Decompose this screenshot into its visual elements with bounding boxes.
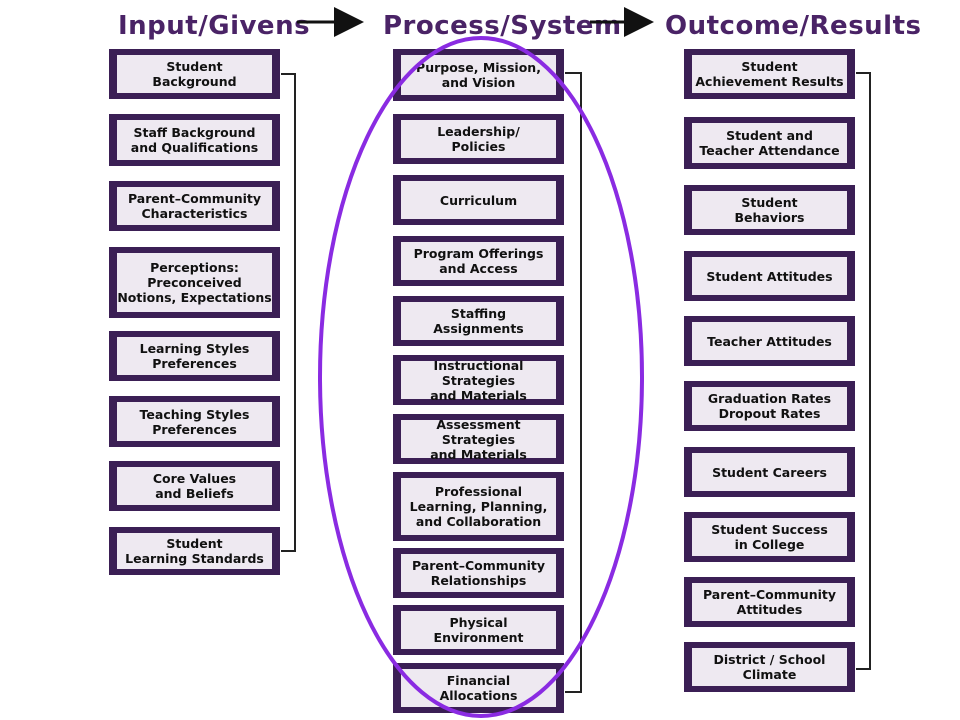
- input-box: Teaching Styles Preferences: [109, 396, 280, 447]
- process-box-label: Curriculum: [401, 181, 556, 219]
- input-box: Parent–Community Characteristics: [109, 181, 280, 231]
- input-box: Staff Background and Qualifications: [109, 114, 280, 166]
- outcome-box: Student Success in College: [684, 512, 855, 562]
- input-box: Student Background: [109, 49, 280, 99]
- input-box: Student Learning Standards: [109, 527, 280, 575]
- input-box-label: Staff Background and Qualifications: [117, 120, 272, 160]
- process-box: Instructional Strategies and Materials: [393, 355, 564, 405]
- outcome-box: Student Careers: [684, 447, 855, 497]
- input-box-label: Perceptions: Preconceived Notions, Expec…: [117, 253, 272, 312]
- process-box: Assessment Strategies and Materials: [393, 414, 564, 464]
- outcome-box-label: Student Careers: [692, 453, 847, 491]
- input-box-label: Learning Styles Preferences: [117, 337, 272, 375]
- outcome-box: District / School Climate: [684, 642, 855, 692]
- header-input: Input/Givens: [118, 11, 311, 41]
- input-bracket: [281, 73, 296, 552]
- outcome-box-label: Student Success in College: [692, 518, 847, 556]
- process-box-label: Parent–Community Relationships: [401, 554, 556, 592]
- outcome-box-label: Student Behaviors: [692, 191, 847, 229]
- process-box: Staffing Assignments: [393, 296, 564, 346]
- input-box: Core Values and Beliefs: [109, 461, 280, 511]
- process-box-label: Purpose, Mission, and Vision: [401, 55, 556, 95]
- process-box: Curriculum: [393, 175, 564, 225]
- outcome-box-label: Graduation Rates Dropout Rates: [692, 387, 847, 425]
- process-box-label: Instructional Strategies and Materials: [401, 358, 556, 403]
- process-box-label: Physical Environment: [401, 611, 556, 649]
- header-process: Process/System: [383, 11, 622, 41]
- outcome-box: Student and Teacher Attendance: [684, 117, 855, 169]
- outcome-box-label: Student Achievement Results: [692, 55, 847, 93]
- process-box: Program Offerings and Access: [393, 236, 564, 286]
- input-box-label: Student Learning Standards: [117, 533, 272, 569]
- process-box: Purpose, Mission, and Vision: [393, 49, 564, 101]
- process-box: Physical Environment: [393, 605, 564, 655]
- input-box-label: Parent–Community Characteristics: [117, 187, 272, 225]
- input-box-label: Student Background: [117, 55, 272, 93]
- process-box: Leadership/ Policies: [393, 114, 564, 164]
- process-box-label: Program Offerings and Access: [401, 242, 556, 280]
- outcome-box-label: District / School Climate: [692, 648, 847, 686]
- outcome-box-label: Teacher Attitudes: [692, 322, 847, 360]
- process-box-label: Staffing Assignments: [401, 302, 556, 340]
- outcome-box: Student Behaviors: [684, 185, 855, 235]
- process-box-label: Professional Learning, Planning, and Col…: [401, 478, 556, 535]
- process-box-label: Assessment Strategies and Materials: [401, 417, 556, 462]
- outcome-box: Student Attitudes: [684, 251, 855, 301]
- process-highlight-ellipse: [318, 36, 644, 718]
- outcome-box-label: Parent–Community Attitudes: [692, 583, 847, 621]
- outcome-box: Graduation Rates Dropout Rates: [684, 381, 855, 431]
- process-box: Professional Learning, Planning, and Col…: [393, 472, 564, 541]
- process-box-label: Leadership/ Policies: [401, 120, 556, 158]
- input-box: Learning Styles Preferences: [109, 331, 280, 381]
- header-outcome: Outcome/Results: [665, 11, 922, 41]
- outcome-box: Student Achievement Results: [684, 49, 855, 99]
- input-box-label: Teaching Styles Preferences: [117, 402, 272, 441]
- outcome-box-label: Student Attitudes: [692, 257, 847, 295]
- outcome-box: Parent–Community Attitudes: [684, 577, 855, 627]
- outcome-box-label: Student and Teacher Attendance: [692, 123, 847, 163]
- input-box-label: Core Values and Beliefs: [117, 467, 272, 505]
- outcome-box: Teacher Attitudes: [684, 316, 855, 366]
- process-box: Parent–Community Relationships: [393, 548, 564, 598]
- process-bracket: [565, 72, 582, 693]
- outcome-bracket: [856, 72, 871, 670]
- input-box: Perceptions: Preconceived Notions, Expec…: [109, 247, 280, 318]
